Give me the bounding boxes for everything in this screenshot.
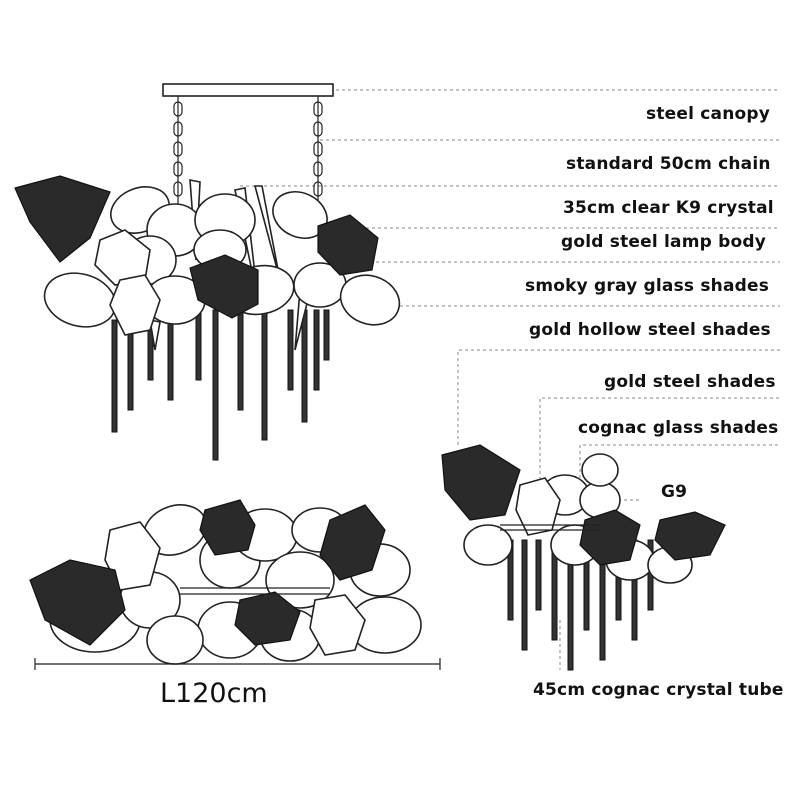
- label-steel-canopy: steel canopy: [646, 104, 771, 124]
- chandelier-top-view: [29, 499, 441, 670]
- label-chain: standard 50cm chain: [566, 154, 771, 174]
- faceted-shades-top: [104, 521, 366, 656]
- faceted-shades-front: [94, 229, 161, 336]
- chandelier-front-view: [14, 83, 401, 461]
- label-g9: G9: [661, 482, 688, 502]
- label-hollow-shades: gold hollow steel shades: [529, 320, 771, 340]
- label-steel-shades: gold steel shades: [604, 372, 776, 392]
- lamp-body-bar-side: [500, 524, 600, 531]
- label-cognac-shades: cognac glass shades: [578, 418, 779, 438]
- gold-hollow-steel-shades-top: [29, 499, 386, 646]
- crystal-tubes-side: [507, 539, 654, 671]
- label-smoky-shades: smoky gray glass shades: [525, 276, 770, 296]
- glass-shades-top: [49, 504, 422, 665]
- gold-hollow-steel-shades-front: [14, 175, 379, 319]
- lamp-body-bar-top: [180, 587, 330, 595]
- canopy: [162, 83, 334, 97]
- leader-lines: [240, 89, 780, 670]
- gold-hollow-steel-shades-side: [441, 444, 726, 566]
- label-lamp-body: gold steel lamp body: [561, 232, 767, 252]
- chain-left: [173, 96, 183, 204]
- chain-right: [313, 96, 323, 204]
- label-crystal-tube: 45cm cognac crystal tube: [533, 680, 784, 700]
- dimension-length: L120cm: [160, 678, 268, 709]
- dimension-line: [34, 658, 441, 670]
- chandelier-side-view: [441, 444, 726, 671]
- label-k9-crystal: 35cm clear K9 crystal: [563, 198, 774, 218]
